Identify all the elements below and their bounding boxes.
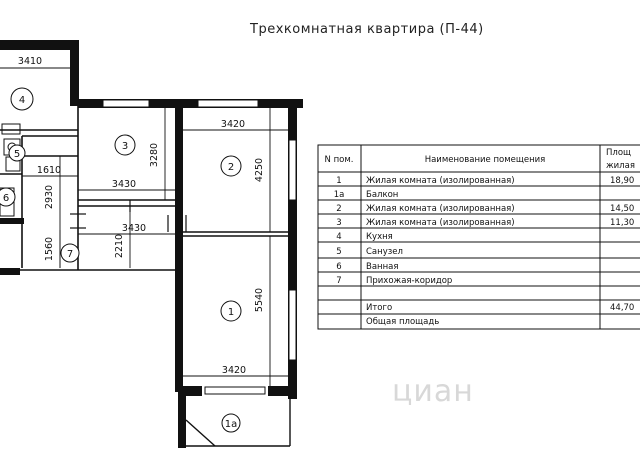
table-cell-name: Жилая комната (изолированная) — [366, 204, 515, 214]
windows — [102, 99, 297, 395]
table-header-area: Площ — [606, 148, 631, 158]
table-cell-name: Прихожая-коридор — [366, 276, 452, 286]
table-cell-area: 14,50 — [610, 204, 634, 214]
room-label-6: 6 — [3, 193, 9, 204]
table-cell-area: 11,30 — [610, 218, 634, 228]
walls — [0, 40, 303, 448]
room-label-4: 4 — [19, 95, 25, 106]
dim-text: 3280 — [149, 143, 160, 167]
dim-text: 3420 — [221, 119, 245, 130]
dim-text: 3430 — [122, 223, 146, 234]
table-header-num: N пом. — [325, 155, 354, 165]
door-marks — [70, 200, 187, 232]
partitions — [0, 106, 288, 271]
dim-text: 3410 — [18, 56, 42, 67]
table-cell-num: 2 — [336, 204, 341, 214]
table-cell-name: Балкон — [366, 190, 398, 200]
table-cell-name: Жилая комната (изолированная) — [366, 218, 515, 228]
table-cell-num: 7 — [336, 276, 341, 286]
dim-text: 2210 — [114, 234, 125, 258]
table-cell-num: 4 — [336, 232, 341, 242]
dim-text: 1610 — [37, 165, 61, 176]
watermark-logo: циан — [392, 374, 474, 409]
balcony — [185, 396, 291, 447]
room-markers — [0, 87, 242, 433]
room-label-7: 7 — [67, 249, 73, 260]
table-cell-num: 1 — [336, 176, 341, 186]
plan-title: Трехкомнатная квартира (П-44) — [250, 22, 484, 37]
table-cell-num: 3 — [336, 218, 341, 228]
area-table — [317, 144, 640, 330]
room-label-5: 5 — [14, 149, 20, 160]
table-header-name: Наименование помещения — [425, 155, 546, 165]
table-cell-num: 6 — [336, 262, 341, 272]
table-cell-name: Санузел — [366, 247, 403, 257]
dim-text: 5540 — [254, 288, 265, 312]
dim-text: 3430 — [112, 179, 136, 190]
table-cell-name: Ванная — [366, 262, 398, 272]
dim-text: 2930 — [44, 185, 55, 209]
room-label-3: 3 — [122, 141, 128, 152]
dim-text: 4250 — [254, 158, 265, 182]
room-label-2: 2 — [228, 162, 234, 173]
table-header-area-living: жилая — [606, 161, 635, 171]
dim-text: 1560 — [44, 237, 55, 261]
dimension-lines — [0, 67, 288, 386]
table-cell-num: 1а — [334, 190, 345, 200]
table-cell-num: 5 — [336, 247, 341, 257]
table-cell-area: 18,90 — [610, 176, 634, 186]
room-label-1a: 1а — [225, 419, 238, 430]
table-cell-name: Кухня — [366, 232, 393, 242]
table-total-value: 44,70 — [610, 303, 634, 313]
dim-text: 3420 — [222, 365, 246, 376]
room-label-1: 1 — [228, 307, 234, 318]
table-total-label: Итого — [366, 303, 392, 313]
table-cell-name: Жилая комната (изолированная) — [366, 176, 515, 186]
table-general-label: Общая площадь — [366, 317, 439, 327]
